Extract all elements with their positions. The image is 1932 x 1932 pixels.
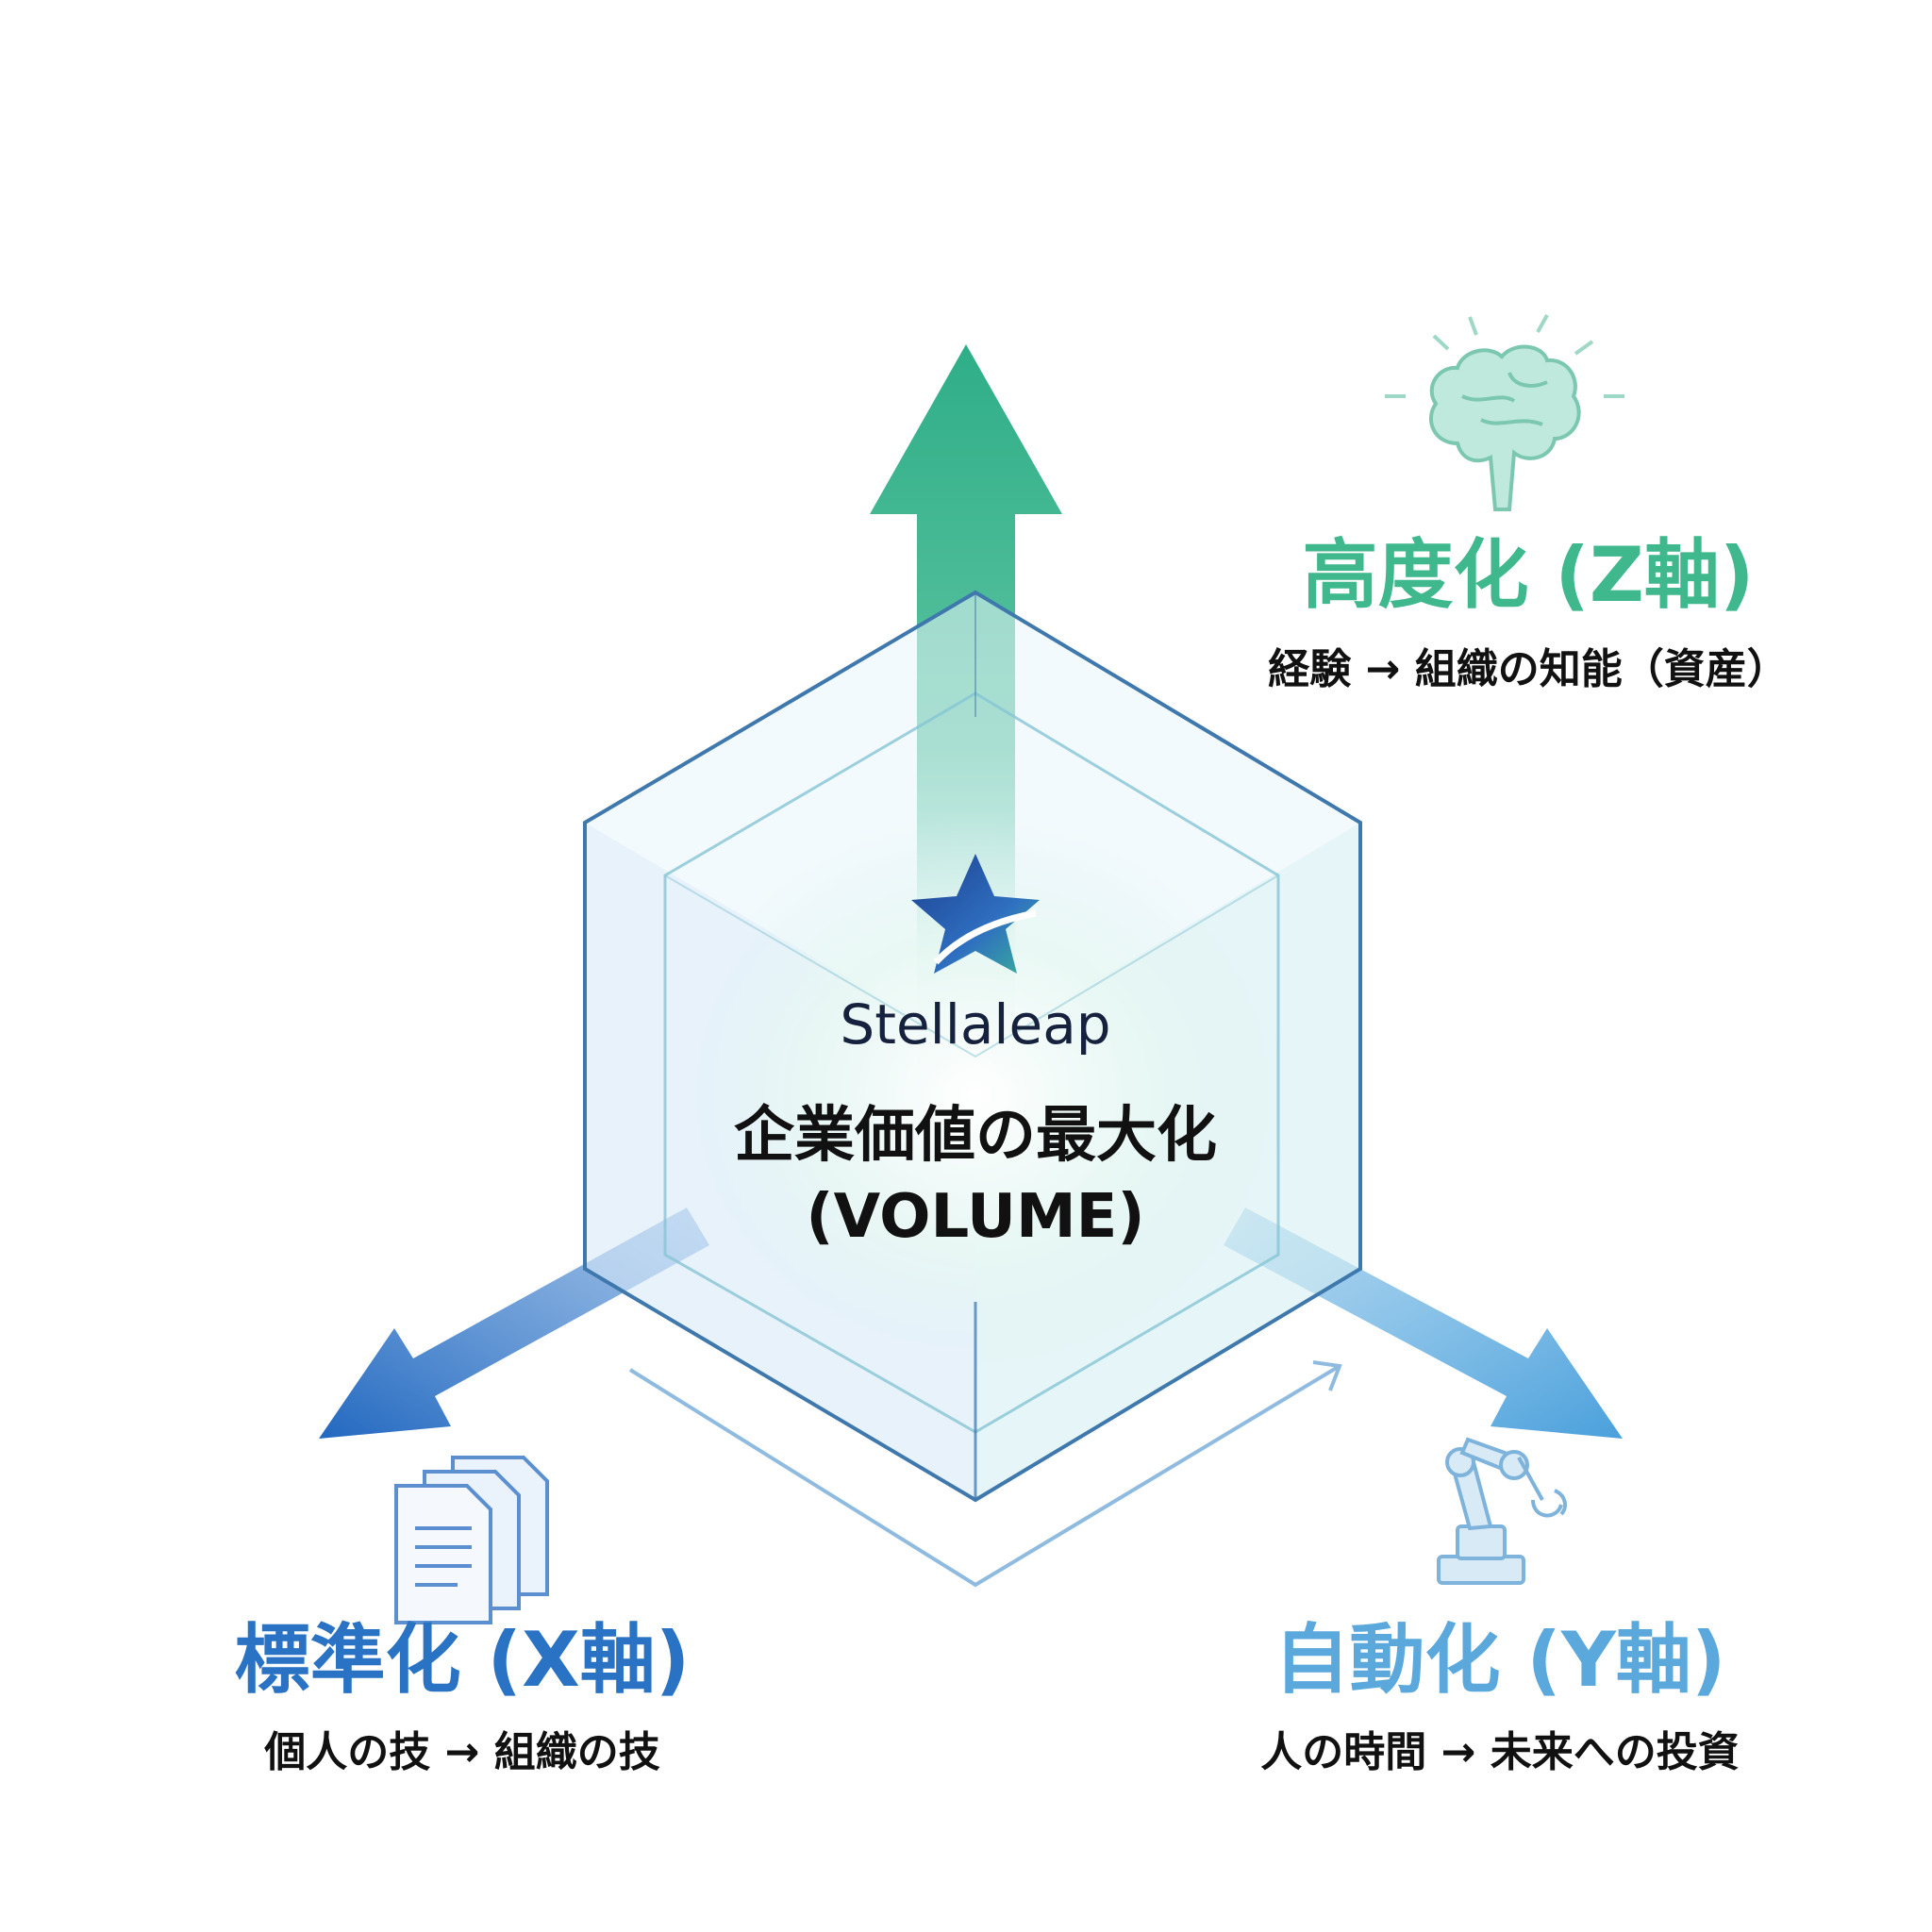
- brand-name: Stellaleap: [840, 992, 1111, 1057]
- robot-arm-icon: [1437, 1437, 1568, 1585]
- brain-icon: [1385, 314, 1624, 511]
- x-axis-title: 標準化 (X軸): [234, 1616, 691, 1704]
- center-subtitle: (VOLUME): [806, 1182, 1145, 1252]
- z-axis-subtitle: 経験 → 組織の知能（資産）: [1268, 645, 1789, 693]
- base-outline: [628, 1364, 1341, 1588]
- inner-cube-edges: [664, 874, 1279, 1058]
- y-axis-title: 自動化 (Y軸): [1274, 1616, 1726, 1704]
- y-axis-subtitle: 人の時間 → 未来への投資: [1260, 1728, 1740, 1776]
- z-axis-title: 高度化 (Z軸): [1302, 531, 1755, 619]
- cube-glow: [664, 811, 1287, 1377]
- star-logo-icon: [911, 854, 1040, 974]
- documents-icon: [394, 1456, 549, 1624]
- x-axis-subtitle: 個人の技 → 組織の技: [264, 1728, 660, 1776]
- base-arrowhead: [1312, 1360, 1342, 1391]
- center-title: 企業価値の最大化: [734, 1101, 1217, 1171]
